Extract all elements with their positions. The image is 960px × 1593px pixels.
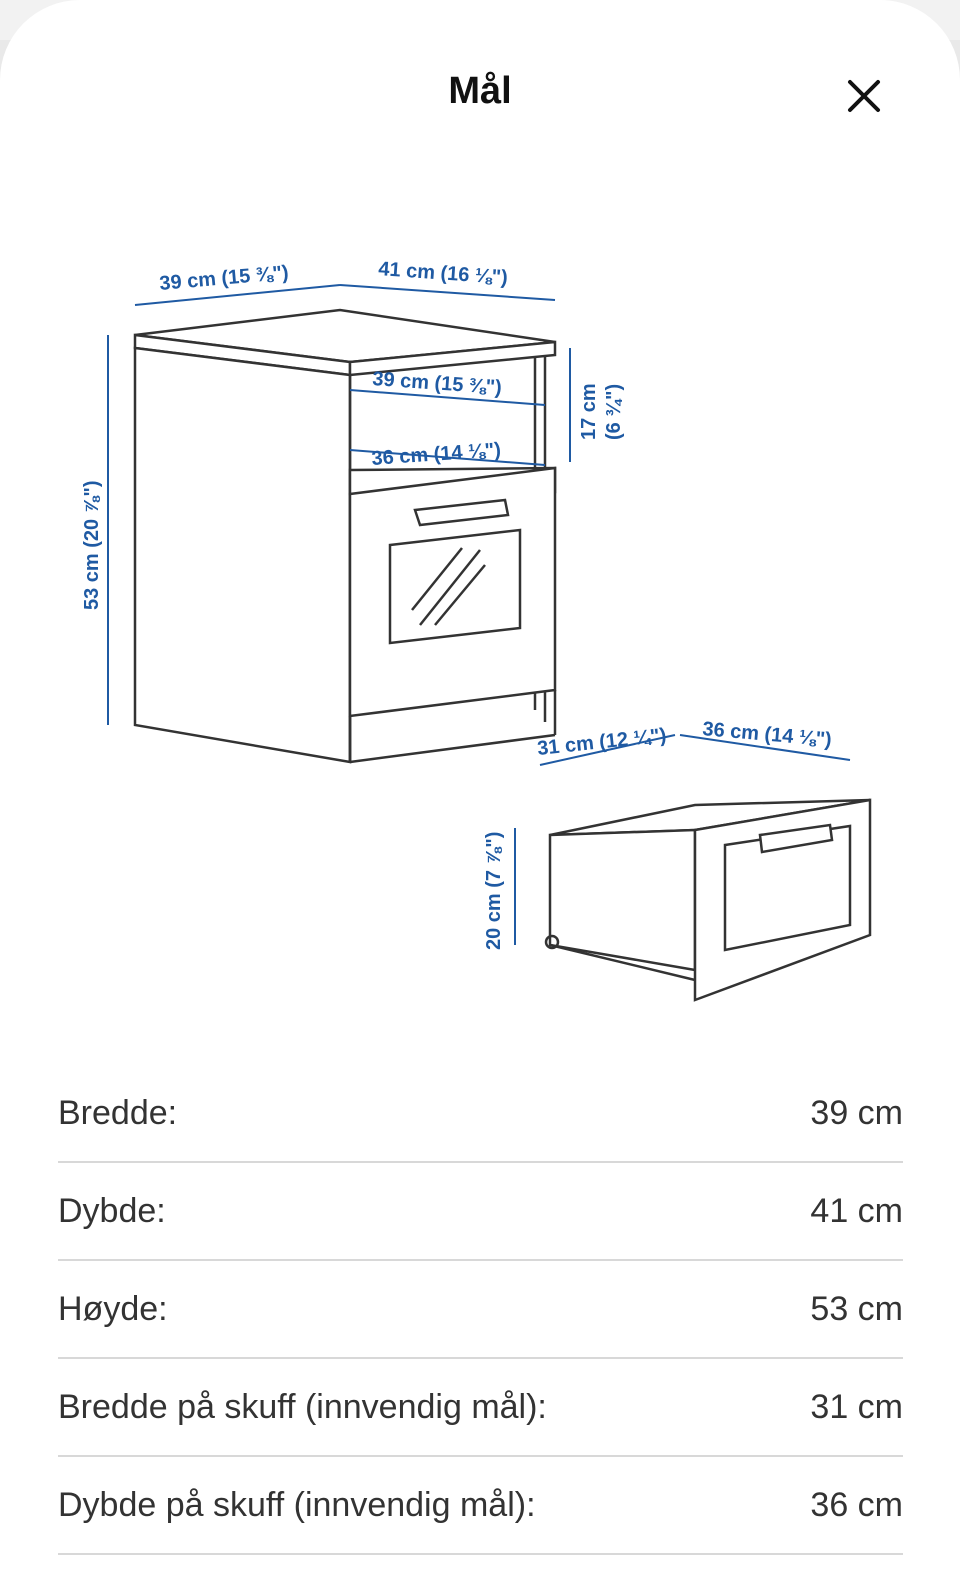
dimension-label: Høyde: [58,1289,168,1328]
dimension-row: Bredde på skuff (innvendig mål): 31 cm [58,1359,903,1457]
dim-height: 53 cm (20 ⅞") [81,480,103,610]
sheet-title: Mål [448,70,512,112]
dimension-label: Bredde på skuff (innvendig mål): [58,1387,547,1426]
close-icon[interactable] [840,72,888,120]
dimension-value: 39 cm [810,1093,903,1132]
dim-shelf-height-in: (6 ¾") [603,384,625,440]
nightstand-illustration [133,308,557,764]
dim-drawer-height: 20 cm (7 ⅞") [483,832,505,950]
dimension-value: 41 cm [810,1191,903,1230]
dimension-label: Dybde på skuff (innvendig mål): [58,1485,536,1524]
dimension-label: Bredde: [58,1093,178,1132]
dim-inner-width: 39 cm (15 ⅜") [372,368,503,399]
dimension-row: Dybde: 41 cm [58,1163,903,1261]
dim-top-depth: 41 cm (16 ⅛") [378,258,509,289]
sheet-header: Mål [0,60,960,130]
dimension-value: 31 cm [810,1387,903,1426]
dimension-label: Dybde: [58,1191,166,1230]
product-dimension-diagram: 39 cm (15 ⅜") 41 cm (16 ⅛") 53 cm (20 ⅞"… [81,258,872,1002]
dimension-row: Dybde på skuff (innvendig mål): 36 cm [58,1457,903,1555]
dim-top-width: 39 cm (15 ⅜") [159,262,290,295]
dim-inner-depth: 36 cm (14 ⅛") [371,439,502,470]
dimension-row: Bredde: 39 cm [58,1065,903,1163]
dimension-row: Høyde: 53 cm [58,1261,903,1359]
dim-shelf-height: 17 cm [578,383,600,440]
dimension-value: 53 cm [810,1289,903,1328]
dim-drawer-depth: 36 cm (14 ⅛") [702,718,833,751]
dimension-list: Bredde: 39 cm Dybde: 41 cm Høyde: 53 cm … [58,1065,903,1555]
drawer-illustration [544,798,872,1002]
dimension-value: 36 cm [810,1485,903,1524]
